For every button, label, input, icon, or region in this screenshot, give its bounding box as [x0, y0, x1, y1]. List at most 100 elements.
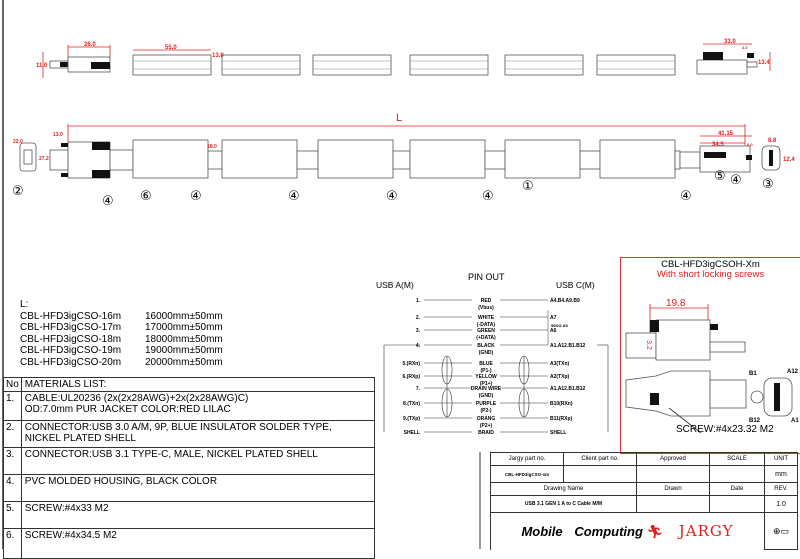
pinout-diagram: PIN OUT USB A(M) USB C(M) 1.RED(Vbus)A4.…: [376, 272, 609, 436]
usb-c-pin: A1.A12.B1.B12: [550, 386, 586, 392]
resistor-label: 56KΩ A5: [551, 323, 569, 328]
usb-a-pin: 6.(RXp): [403, 374, 421, 380]
usb-a-pin: 3.: [416, 328, 421, 334]
pin-a12-label: A12: [787, 369, 799, 375]
no-header: No: [3, 377, 22, 392]
cable-length: 20000mm±50mm: [145, 356, 223, 368]
dim-c-face-height: 12.4: [783, 157, 795, 163]
rev-label: REV.: [764, 482, 798, 496]
molded-segment-top: [409, 54, 489, 76]
molded-segment: [409, 139, 486, 179]
material-line1: PVC MOLDED HOUSING, BLACK COLOR: [24, 476, 218, 487]
usb-c-pin: A1.A12.B1.B12: [550, 343, 586, 349]
part-number: CBL-HFD3igCSO-19m: [20, 345, 122, 356]
molded-segment: [599, 139, 676, 179]
wire-signal: (P2-): [480, 408, 491, 414]
cable: [579, 150, 601, 170]
variant-drawing: 19.8 3.2 B1 A12 B12 A1: [625, 298, 799, 434]
cable: [484, 150, 506, 170]
usb-c-pin: A6: [550, 328, 557, 334]
material-no: 6.: [3, 528, 22, 559]
length-heading: L:: [20, 299, 29, 310]
wire-color: WHITE: [478, 315, 495, 321]
molded-segment: [132, 139, 209, 179]
short-screw-variant-panel: CBL-HFD3igCSOH-Xm With short locking scr…: [620, 257, 800, 454]
material-row: 5.SCREW:#4x33 M2: [3, 501, 376, 529]
cable: [392, 150, 411, 170]
approved-value: [636, 465, 710, 483]
material-desc: CABLE:UL20236 (2x(2x28AWG)+2x(2x28AWG)C)…: [20, 391, 376, 421]
jargy-part-value: CBL-HFD3igCSO-xm: [490, 465, 564, 483]
usb-c-pin: A2(TXp): [550, 374, 570, 380]
usb-c-pin: A4.B4.A9.B9: [550, 298, 580, 304]
client-part-label: Client part no.: [563, 452, 637, 466]
material-line1: CONNECTOR:USB 3.1 TYPE-C, MALE, NICKEL P…: [24, 449, 318, 460]
wire-signal: (GND): [479, 350, 494, 356]
molded-segment-top: [132, 54, 212, 76]
material-row: 4.PVC MOLDED HOUSING, BLACK COLOR: [3, 474, 376, 502]
drawn-value: [636, 495, 710, 513]
main-view: L 22.0 27.2 13.0 18.0 41.15 34.5 6.0 8.8…: [12, 112, 795, 209]
material-line1: CONNECTOR:USB 3.0 A/M, 9P, BLUE INSULATO…: [24, 422, 332, 433]
logo-mobile: Mobile: [521, 524, 563, 540]
variant-title: CBL-HFD3igCSOH-Xm: [661, 259, 760, 270]
callout-marker: ⑤: [714, 169, 726, 184]
dim-variant-length: 19.8: [666, 298, 686, 309]
dim-c-body: 34.5: [712, 142, 724, 148]
usb-c-header: USB C(M): [556, 280, 595, 290]
connector-c-housing: [699, 145, 751, 173]
drawn-label: Drawn: [636, 482, 710, 496]
dim-c-face-width: 8.8: [768, 138, 777, 144]
cable: [207, 150, 223, 170]
material-desc: SCREW:#4x34.5 M2: [20, 528, 376, 559]
usb-a-pin: 1.: [416, 298, 421, 304]
wire-signal: (P1+): [480, 381, 493, 387]
material-no: 3.: [3, 447, 22, 475]
part-number: CBL-HFD3igCSO-18m: [20, 333, 122, 345]
callout-marker: ④: [288, 189, 300, 204]
top-view: 26.0 11.0 55.0 13.0 33.0 4.0 13.4: [36, 39, 771, 78]
usb-a-pin: 5.(RXn): [403, 361, 421, 367]
callout-marker: ④: [482, 189, 494, 204]
usb-c-pin: A3(TXn): [550, 361, 570, 367]
material-row: 3.CONNECTOR:USB 3.1 TYPE-C, MALE, NICKEL…: [3, 447, 376, 475]
usb-a-pin: SHELL: [404, 430, 420, 436]
material-row: 6.SCREW:#4x34.5 M2: [3, 528, 376, 559]
wire-color: GREEN: [477, 328, 495, 334]
cable: [296, 150, 319, 170]
date-label: Date: [709, 482, 765, 496]
molded-segment-top: [596, 54, 676, 76]
wire-signal: (P2+): [480, 423, 493, 429]
callout-marker: ④: [730, 173, 742, 188]
usb-c-pin: B11(RXp): [550, 416, 573, 422]
dim-plug-length: 13.0: [53, 132, 63, 138]
variant-subtitle: With short locking screws: [656, 269, 765, 280]
drawing-name-value: USB 3.1 GEN 1 A to C Cable M/M: [490, 495, 637, 513]
unit-value: mm: [764, 465, 798, 483]
dim-port-height: 27.2: [39, 156, 49, 162]
molded-segment: [504, 139, 581, 179]
logo-jargy: JARGY: [678, 522, 734, 541]
usb-c-pin: SHELL: [550, 430, 566, 436]
part-number: CBL-HFD3igCSO-20m: [20, 356, 122, 368]
client-part-value: [563, 465, 637, 483]
callout-marker: ④: [190, 189, 202, 204]
wire-color: BLUE: [479, 361, 493, 367]
connector-c-housing-top: [696, 59, 748, 75]
callout-marker: ②: [12, 184, 24, 199]
pin-b1-label: B1: [749, 371, 757, 377]
molded-segment: [317, 139, 394, 179]
wire-color: DRAIN WIRE: [471, 386, 502, 392]
usb-a-pin: 4.: [416, 343, 421, 349]
date-value: [709, 495, 765, 513]
callout-marker: ⑥: [140, 189, 152, 204]
dim-segment-height: 13.0: [212, 53, 224, 59]
wire-color: BRAID: [478, 430, 494, 436]
molded-segment-top: [221, 54, 301, 76]
wire-signal: (-DATA): [477, 322, 495, 328]
cable-length: 17000mm±50mm: [145, 322, 223, 333]
